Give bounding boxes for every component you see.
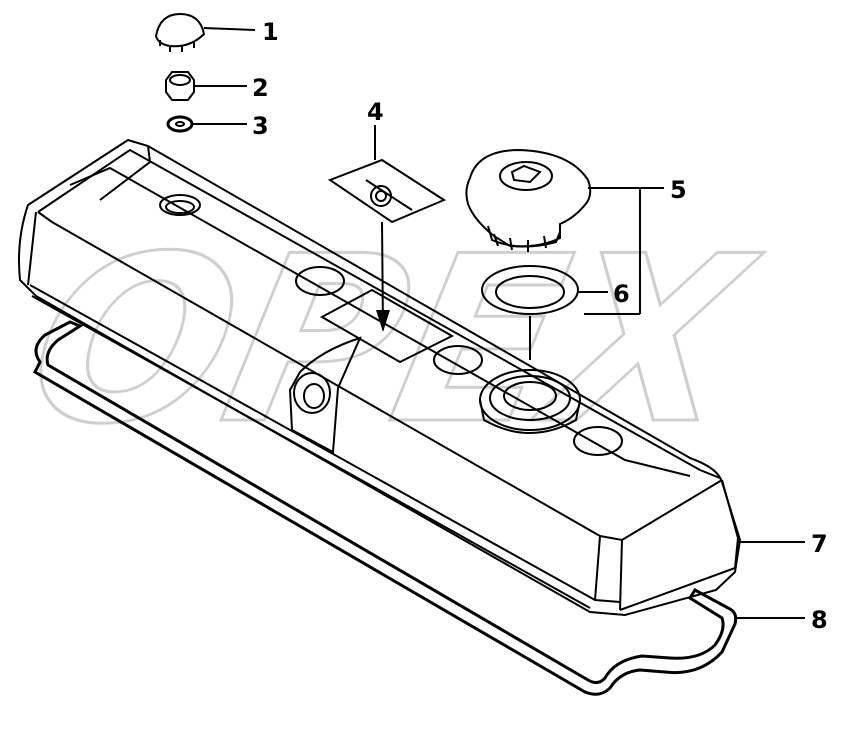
rubber-cap: [154, 12, 206, 52]
callout-3: 3: [252, 112, 269, 140]
callout-5: 5: [670, 176, 687, 204]
callout-4: 4: [367, 98, 384, 126]
callout-6: 6: [613, 280, 630, 308]
watermark-logo: OPEX: [9, 206, 774, 474]
callout-1: 1: [262, 18, 279, 46]
nut: [165, 71, 195, 101]
oil-filler-cap: [465, 148, 592, 252]
washer: [166, 115, 194, 133]
callout-2: 2: [252, 74, 269, 102]
gasket: [33, 320, 738, 696]
leader-lines: [192, 27, 805, 619]
callout-8: 8: [811, 606, 828, 634]
valve-cover: [18, 138, 742, 617]
callout-7: 7: [811, 530, 828, 558]
decal-label: [327, 158, 447, 332]
o-ring-seal: [481, 265, 579, 360]
